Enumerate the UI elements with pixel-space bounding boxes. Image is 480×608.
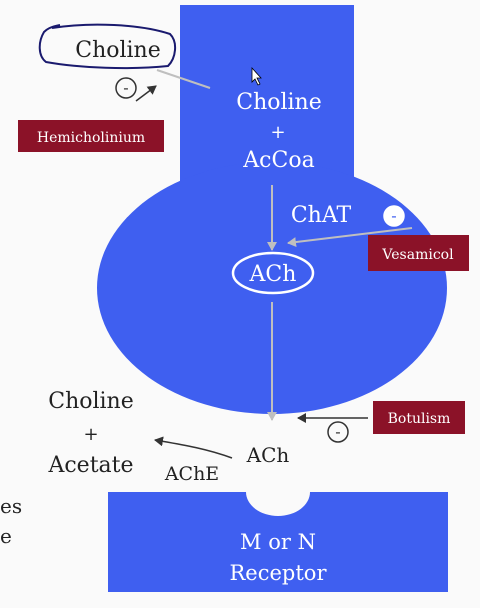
axon-terminal-bulb: [97, 162, 447, 414]
botulism-box: [373, 401, 465, 434]
vesamicol-box: [368, 235, 469, 271]
product-plus-label: +: [83, 424, 98, 445]
choline-circle-annotation: [38, 23, 176, 70]
product-choline-label: Choline: [48, 389, 134, 414]
receptor-line2-label: Receptor: [230, 561, 328, 585]
hemicholinium-minus-circle: [115, 77, 137, 99]
vesamicol-label: Vesamicol: [381, 247, 454, 263]
choline-label: Choline: [236, 90, 322, 115]
cropped-text-line1: es: [0, 494, 22, 518]
receptor-binding-site: [246, 468, 310, 516]
mouse-cursor-icon: [251, 66, 262, 86]
vesamicol-arrow: [287, 227, 413, 248]
product-acetate-label: Acetate: [47, 453, 133, 478]
hemicholinium-label: Hemicholinium: [37, 130, 145, 146]
external-choline-label: Choline: [75, 38, 161, 63]
vesamicol-minus-circle: [383, 205, 405, 227]
hemicholinium-minus-sign: -: [123, 78, 128, 97]
plus-label: +: [270, 122, 285, 143]
hemicholinium-box: [18, 120, 164, 152]
ach-vesicle-outline: [231, 251, 315, 295]
choline-uptake-line: [156, 69, 211, 89]
ache-enzyme-label: AChE: [164, 463, 219, 485]
botulism-minus-circle: [327, 421, 349, 443]
released-ach-label: ACh: [246, 443, 290, 467]
accoa-label: AcCoa: [242, 148, 314, 173]
presynaptic-neuron: [97, 5, 447, 414]
ach-vesicle-label: ACh: [249, 262, 297, 287]
botulism-label: Botulism: [388, 411, 451, 427]
botulism-minus-sign: -: [335, 422, 340, 441]
ache-breakdown-arrow: [154, 436, 233, 459]
chat-enzyme-label: ChAT: [291, 203, 352, 228]
vesamicol-minus-sign: -: [391, 206, 396, 225]
postsynaptic-receptor: [108, 468, 448, 592]
receptor-line1-label: M or N: [240, 530, 316, 554]
hemicholinium-arrow: [135, 85, 157, 102]
cropped-text-line2: e: [0, 524, 12, 548]
